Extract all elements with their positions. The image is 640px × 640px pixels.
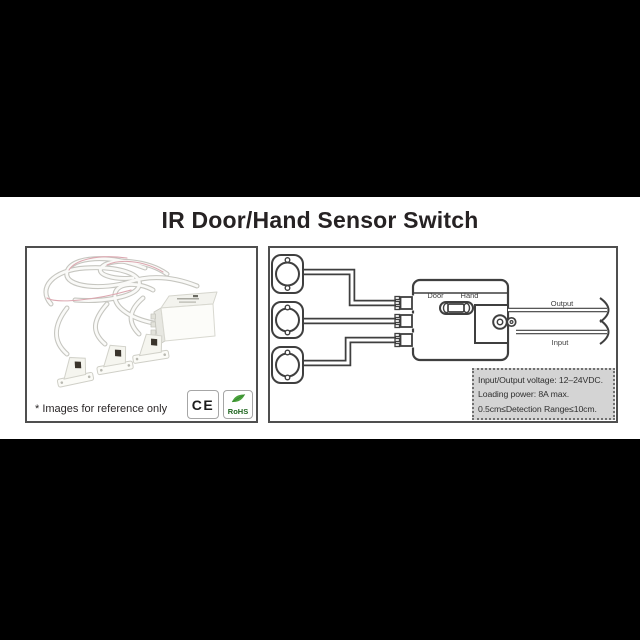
sensor-head-photo [56, 356, 95, 388]
rohs-label: RoHS [227, 407, 249, 416]
controller-box-photo [150, 291, 218, 346]
reference-note: * Images for reference only [35, 403, 168, 415]
sensor-head-photo [96, 344, 134, 376]
spec-line-range: 0.5cm≤Detection Range≤10cm. [478, 403, 597, 414]
input-wire [516, 319, 610, 345]
hand-mode-label: Hand [461, 291, 479, 300]
product-photo-panel: CE RoHS * Images for reference only [25, 246, 258, 423]
door-mode-label: Door [427, 291, 444, 300]
door-hand-slide-switch [439, 301, 474, 315]
terminal-nub [150, 313, 156, 320]
ribbon-wire-stripes [46, 256, 164, 302]
box-label-print [177, 298, 199, 300]
terminal-nub [150, 329, 156, 336]
output-label: Output [551, 299, 574, 308]
input-label: Input [552, 338, 570, 347]
spec-box: Input/Output voltage: 12–24VDC. Loading … [472, 368, 615, 420]
ir-sensor [271, 301, 304, 339]
box-label-print [179, 301, 196, 303]
sensor-cables [303, 268, 396, 367]
ce-mark-label: CE [191, 396, 215, 413]
wiring-diagram: Door Hand [271, 254, 610, 384]
ir-sensor [271, 346, 304, 384]
terminal-nub [150, 321, 156, 328]
output-wire [508, 297, 610, 323]
content-sheet: IR Door/Hand Sensor Switch [0, 197, 640, 439]
dc-connector [492, 314, 517, 330]
input-arrow-icon [599, 319, 610, 345]
spec-line-voltage: Input/Output voltage: 12–24VDC. [478, 375, 603, 385]
product-photo [43, 256, 218, 388]
cable-plugs [394, 295, 413, 348]
rohs-badge: RoHS [223, 390, 253, 419]
leaf-icon [231, 394, 246, 403]
wiring-diagram-panel: Door Hand [268, 246, 618, 423]
sensor-head-photo [132, 333, 170, 364]
page-title: IR Door/Hand Sensor Switch [161, 207, 479, 233]
ir-sensor [271, 254, 304, 294]
ce-mark-badge: CE [187, 390, 219, 419]
spec-line-power: Loading power: 8A max. [478, 389, 570, 400]
output-arrow-icon [599, 297, 610, 323]
switch-knob [447, 303, 465, 313]
box-label-print [193, 295, 198, 298]
